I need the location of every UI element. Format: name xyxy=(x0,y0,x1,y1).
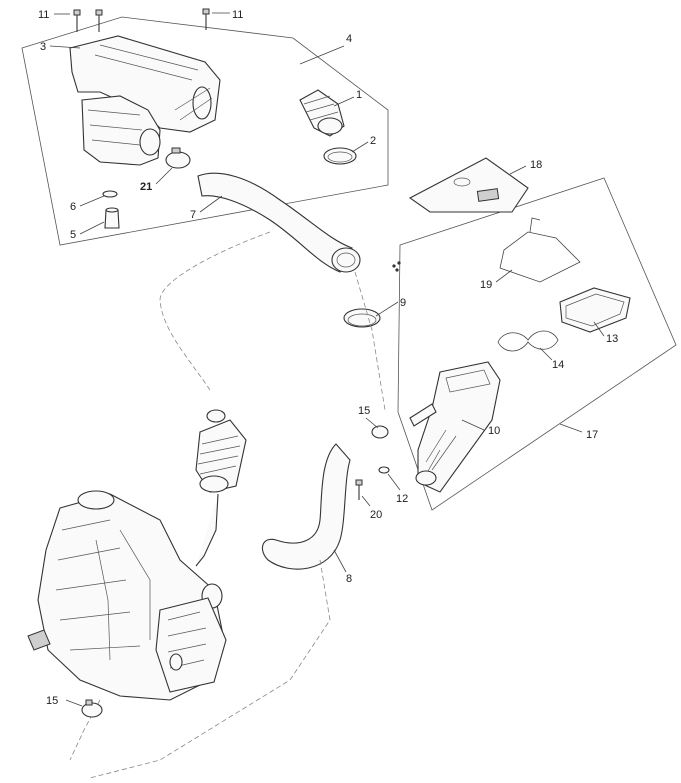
callout-3: 3 xyxy=(40,41,46,53)
callout-14: 14 xyxy=(552,359,564,371)
hose-part-7 xyxy=(197,172,361,273)
decal-part-18 xyxy=(408,157,529,213)
leader-14 xyxy=(539,347,553,361)
leader-15-upper xyxy=(365,417,379,429)
screw-middle-11 xyxy=(95,9,103,32)
callout-5: 5 xyxy=(70,229,76,241)
callout-9: 9 xyxy=(400,297,406,309)
callout-4: 4 xyxy=(346,33,352,45)
clamp-part-15-upper xyxy=(371,425,389,439)
leader-8 xyxy=(333,549,347,573)
assembly-frame-17 xyxy=(397,177,677,511)
callout-15-upper: 15 xyxy=(358,405,370,417)
callout-11-left: 11 xyxy=(38,9,49,21)
clamp-part-2 xyxy=(323,147,357,165)
clamp-part-21 xyxy=(165,147,191,169)
air-silencer-box xyxy=(69,35,221,166)
callout-8: 8 xyxy=(346,573,352,585)
leader-1 xyxy=(333,96,355,107)
callout-6: 6 xyxy=(70,201,76,213)
clamp-part-15-lower xyxy=(81,699,103,718)
ring-part-6 xyxy=(102,190,118,198)
callout-10: 10 xyxy=(488,425,500,437)
screw-right-11 xyxy=(202,8,210,30)
leader-5 xyxy=(79,221,105,235)
callout-17: 17 xyxy=(586,429,598,441)
wire-part-19 xyxy=(499,217,581,283)
boot-to-engine-tube xyxy=(195,493,219,567)
dashed-guide-right xyxy=(354,271,386,411)
leader-3 xyxy=(49,45,81,49)
drain-cap-part-5 xyxy=(104,207,120,229)
callout-15-lower: 15 xyxy=(46,695,58,707)
rubber-boot xyxy=(195,409,247,493)
leader-9 xyxy=(375,301,399,317)
callout-1: 1 xyxy=(356,89,362,101)
seal-part-14 xyxy=(497,330,559,352)
leader-12 xyxy=(387,473,401,491)
callout-19: 19 xyxy=(480,279,492,291)
clamp-part-9 xyxy=(343,308,381,328)
leader-20 xyxy=(361,495,371,507)
leader-2 xyxy=(351,141,369,153)
callout-13: 13 xyxy=(606,333,618,345)
leader-10 xyxy=(461,419,485,431)
callout-11-right: 11 xyxy=(232,9,243,21)
intake-duct-part-10 xyxy=(409,361,501,493)
leader-15-lower xyxy=(65,699,83,707)
callout-12: 12 xyxy=(396,493,408,505)
callout-20: 20 xyxy=(370,509,382,521)
leader-19 xyxy=(495,269,513,283)
leader-13 xyxy=(593,321,605,337)
leader-18 xyxy=(509,165,527,175)
washer-part-12 xyxy=(378,466,390,474)
filter-part-13 xyxy=(559,287,631,333)
screw-left-11 xyxy=(73,9,81,32)
leader-6 xyxy=(79,195,105,207)
leader-4 xyxy=(299,45,345,65)
hose-part-8 xyxy=(261,443,351,570)
assembly-frame-4 xyxy=(21,16,389,246)
callout-21: 21 xyxy=(140,181,152,193)
leader-17 xyxy=(559,423,583,433)
dashed-guide-lower xyxy=(89,559,331,779)
callout-18: 18 xyxy=(530,159,542,171)
engine xyxy=(27,490,227,701)
leader-7 xyxy=(199,195,223,213)
leader-21 xyxy=(155,167,173,185)
callout-2: 2 xyxy=(370,135,376,147)
screw-part-20 xyxy=(355,479,363,500)
callout-7: 7 xyxy=(190,209,196,221)
adaptor-part-1 xyxy=(299,89,345,137)
small-fastener-dots xyxy=(392,261,401,272)
dashed-guide-main xyxy=(159,231,271,391)
